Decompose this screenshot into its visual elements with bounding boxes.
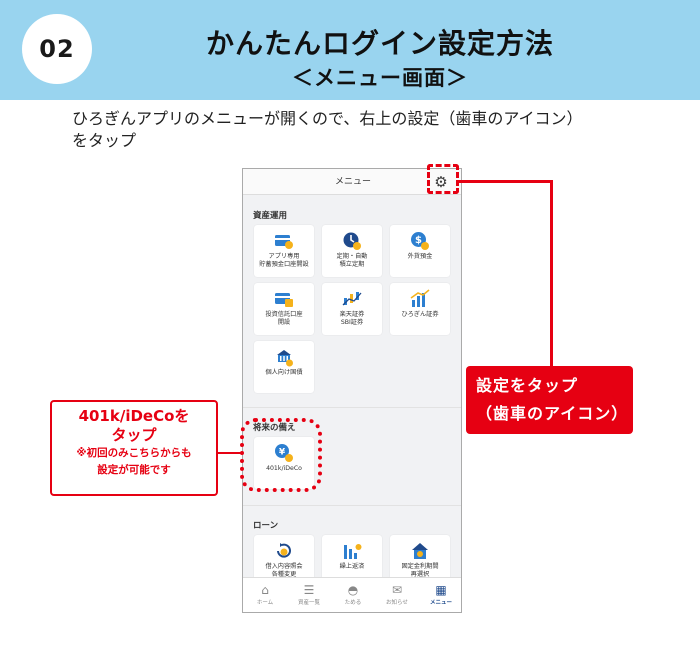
- header-band: [0, 0, 700, 100]
- ideco-highlight-frame: [240, 418, 322, 492]
- piggy-bank-icon: ◓: [347, 583, 359, 597]
- clock-yen-icon: [343, 232, 361, 250]
- tile-investment-trust[interactable]: 投資信託口座開設: [254, 283, 314, 335]
- tile-label: 401k/iDeCo: [266, 465, 302, 472]
- page-title: かんたんログイン設定方法: [205, 27, 554, 60]
- tile-label: 固定金利期間: [401, 563, 439, 570]
- refresh-yen-icon: [277, 543, 291, 558]
- tile-label: 積立定期: [339, 261, 365, 268]
- tile-label: 繰上返済: [339, 563, 365, 570]
- home-icon: ⌂: [261, 583, 269, 597]
- connector-line: [459, 180, 553, 183]
- bar-decline-icon: [344, 544, 362, 559]
- bottom-tab-bar: ⌂ ホーム ☰ 資産一覧 ◓ ためる ✉ お知らせ ▦ メニュー: [243, 577, 461, 612]
- section-label-future: 将来の備え: [253, 423, 296, 433]
- tile-label: 投資信託口座: [265, 311, 303, 318]
- step-number-badge: 02: [22, 14, 92, 84]
- connector-line: [550, 180, 553, 368]
- tile-label: 借入内容照会: [265, 563, 303, 570]
- gear-highlight-frame: [427, 164, 459, 194]
- grid-icon: ▦: [435, 583, 447, 597]
- tab-asset-list[interactable]: ☰ 資産一覧: [287, 582, 331, 606]
- tile-label: 個人向け国債: [265, 369, 303, 376]
- phone-menu-screen: メニュー ⚙ 資産運用 アプリ専用貯蓄預金口座開設 定期・自動積立定期 $ 外貨…: [242, 168, 462, 613]
- yen-person-icon: ¥: [275, 444, 293, 462]
- tile-savings-account[interactable]: アプリ専用貯蓄預金口座開設: [254, 225, 314, 277]
- tile-label: ひろぎん証券: [401, 311, 439, 318]
- tile-label: 定期・自動: [336, 253, 368, 260]
- list-icon: ☰: [303, 583, 315, 597]
- callout-text: 設定をタップ: [476, 376, 579, 395]
- tile-time-deposit[interactable]: 定期・自動積立定期: [322, 225, 382, 277]
- tab-home[interactable]: ⌂ ホーム: [243, 582, 287, 606]
- connector-line: [218, 452, 242, 454]
- tab-label: メニュー: [429, 600, 452, 606]
- callout-tap-settings: 設定をタップ （歯車のアイコン）: [466, 366, 633, 434]
- svg-text:¥: ¥: [279, 448, 286, 458]
- dollar-yen-icon: $: [411, 232, 429, 250]
- section-label-asset: 資産運用: [253, 211, 288, 221]
- tile-label: 外貨預金: [407, 253, 433, 260]
- menu-title: メニュー: [334, 177, 371, 187]
- tile-label: 貯蓄預金口座開設: [259, 261, 309, 268]
- page-subtitle: ＜メニュー画面＞: [292, 66, 468, 90]
- tile-label: 開設: [277, 319, 291, 326]
- callout-text: 401k/iDeCoを: [78, 407, 190, 425]
- gear-icon[interactable]: ⚙: [434, 173, 448, 191]
- card-chart-icon: [275, 293, 293, 307]
- card-icon: [275, 235, 293, 249]
- callout-text: （歯車のアイコン）: [476, 404, 629, 423]
- tile-label: 楽天証券: [339, 311, 365, 318]
- tile-label: 各種変更: [271, 571, 297, 578]
- tab-label: ホーム: [256, 600, 274, 606]
- tab-notifications[interactable]: ✉ お知らせ: [375, 582, 419, 606]
- svg-text:$: $: [415, 235, 422, 246]
- callout-note: 設定が可能です: [97, 464, 171, 476]
- government-bond-icon: [277, 350, 293, 367]
- tile-label: アプリ専用: [268, 253, 300, 260]
- tile-label: 再選択: [410, 571, 430, 578]
- callout-text: タップ: [111, 426, 157, 444]
- tab-label: ためる: [344, 600, 362, 606]
- tile-hirogin-securities[interactable]: ひろぎん証券: [390, 283, 450, 335]
- menu-header: メニュー: [243, 169, 461, 195]
- section-divider: [243, 407, 461, 408]
- callout-tap-ideco: 401k/iDeCoを タップ ※初回のみこちらからも 設定が可能です: [50, 400, 218, 496]
- tab-label: お知らせ: [386, 600, 408, 606]
- candlestick-icon: [342, 292, 362, 306]
- tile-label: SBI証券: [340, 319, 364, 326]
- tile-government-bond[interactable]: 個人向け国債: [254, 341, 314, 393]
- tab-menu[interactable]: ▦ メニュー: [419, 582, 461, 606]
- section-label-loan: ローン: [253, 521, 279, 531]
- instruction-line-1: ひろぎんアプリのメニューが開くので、右上の設定（歯車のアイコン）: [72, 109, 583, 128]
- tile-401k-ideco[interactable]: ¥ 401k/iDeCo: [254, 437, 314, 489]
- envelope-icon: ✉: [391, 583, 403, 597]
- section-divider: [243, 505, 461, 506]
- instruction-line-2: をタップ: [72, 131, 137, 150]
- instruction-text: ひろぎんアプリのメニューが開くので、右上の設定（歯車のアイコン） をタップ: [72, 108, 672, 152]
- tab-label: 資産一覧: [297, 600, 320, 606]
- tab-save[interactable]: ◓ ためる: [331, 582, 375, 606]
- house-percent-icon: [412, 543, 428, 559]
- bar-chart-icon: [410, 289, 430, 307]
- callout-note: ※初回のみこちらからも: [76, 447, 192, 459]
- tile-foreign-currency[interactable]: $ 外貨預金: [390, 225, 450, 277]
